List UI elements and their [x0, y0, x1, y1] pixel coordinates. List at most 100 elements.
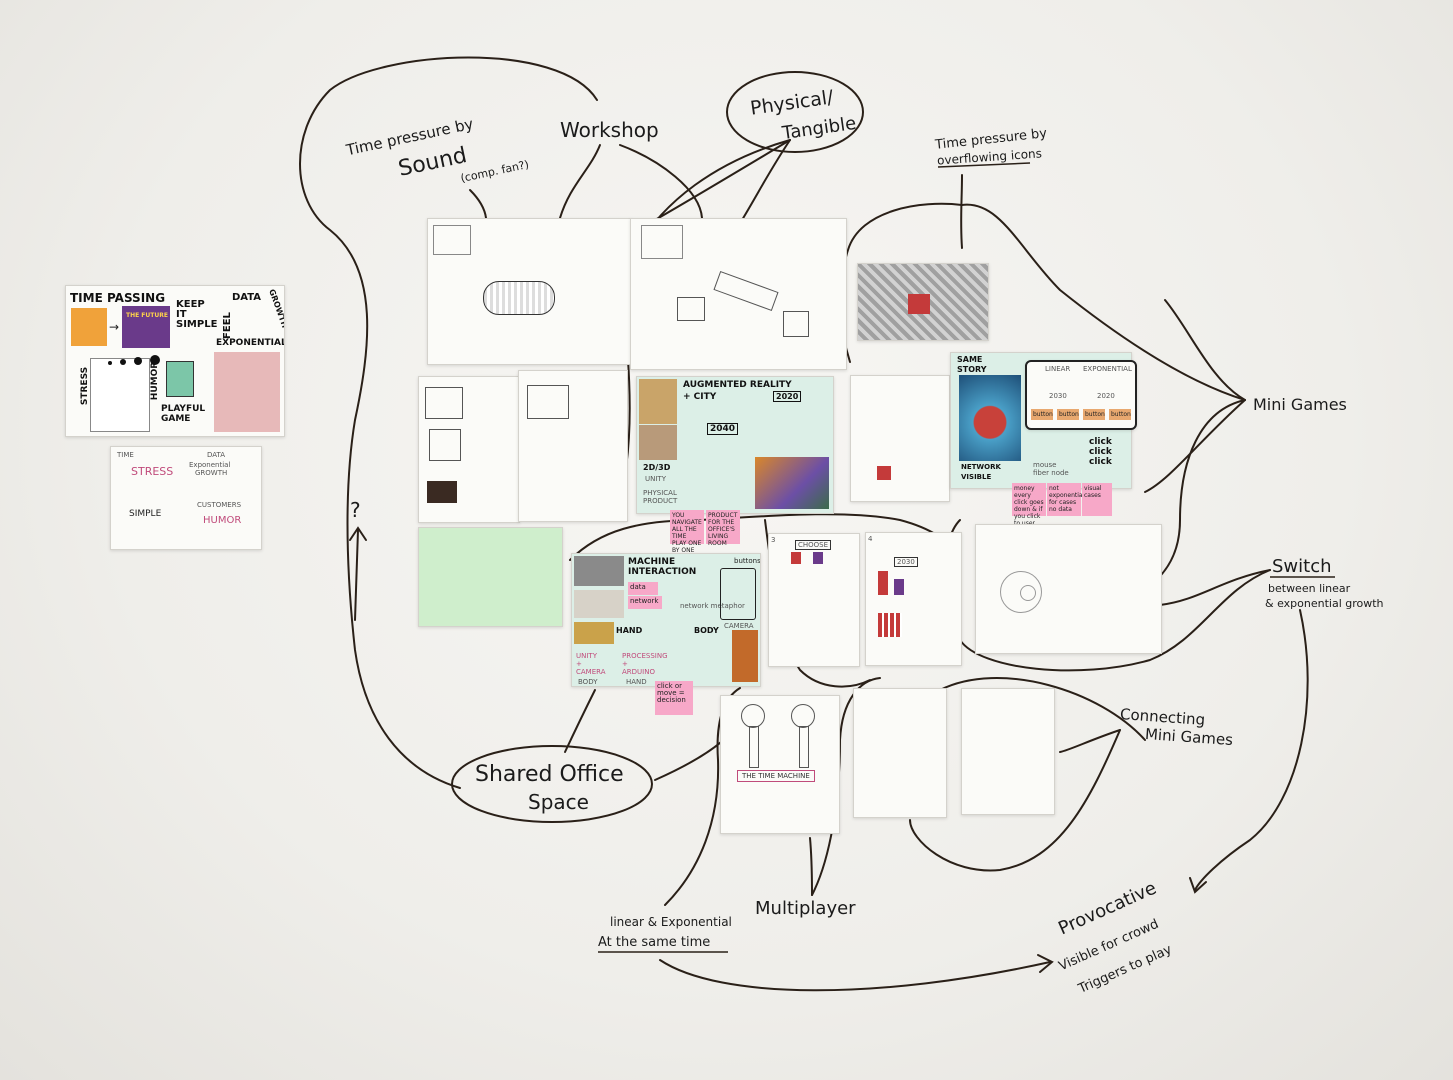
network-island-image: [959, 375, 1021, 461]
mouse-label-1: mouse: [1033, 461, 1057, 469]
screen-button-4: button: [1109, 409, 1131, 420]
ar-sticky-1: YOU NAVIGATE ALL THE TIME PLAY ONE BY ON…: [670, 510, 704, 554]
game-sketch-paper: [850, 375, 950, 502]
label-same-time: At the same time: [598, 935, 711, 950]
ar-physical-1: PHYSICAL: [643, 489, 677, 497]
machine-buttons: buttons: [734, 557, 761, 565]
summary-time: TIME: [117, 451, 134, 459]
moodboard-keep-simple: KEEP IT SIMPLE: [176, 299, 218, 330]
frame-1: [425, 387, 463, 419]
ar-2d3d: 2D/3D: [643, 463, 671, 472]
click-click-click: click click click: [1089, 437, 1112, 467]
summary-stress: STRESS: [131, 465, 174, 478]
summary-exp-1: Exponential: [189, 461, 231, 469]
storyboard-paper-1: [418, 376, 520, 523]
tube-right: [799, 726, 809, 768]
sketch-physical-paper: [630, 218, 847, 370]
time-machine-paper: THE TIME MACHINE: [720, 695, 840, 834]
sketch-sound-paper: [427, 218, 632, 365]
board-sketch: [713, 271, 779, 311]
ar-year-2: 2020: [773, 391, 802, 402]
label-linear-exp: linear & Exponential: [610, 915, 732, 929]
choose-red: [791, 552, 801, 564]
label-switch: Switch: [1272, 556, 1332, 577]
bar-purple: [894, 579, 904, 595]
machine-hand: HAND: [616, 626, 643, 635]
machine-sticky: click or move = decision: [655, 681, 693, 715]
frame-3: [427, 481, 457, 503]
ar-physical-2: PRODUCT: [643, 497, 678, 505]
machine-processing-arduino: PROCESSING + ARDUINO: [622, 652, 668, 676]
moodboard-robot: [166, 361, 194, 397]
screen-year-1: 2030: [1049, 392, 1067, 400]
ar-city-paper: AUGMENTED REALITY + CITY 2040 2020 2D/3D…: [636, 376, 834, 514]
moodboard-feel: FEEL: [221, 312, 233, 339]
machine-unity-camera: UNITY + CAMERA: [576, 652, 606, 676]
mouse-label-2: fiber node: [1033, 469, 1069, 477]
the-future-text: THE FUTURE: [126, 312, 168, 319]
ar-city-illustration: [755, 457, 829, 509]
bulb-left: [741, 704, 765, 728]
summary-humor: HUMOR: [203, 515, 242, 526]
machine-data-sticky: data: [628, 582, 658, 595]
arrow-icon: →: [109, 320, 120, 334]
bar-red: [878, 571, 888, 595]
moodboard-stress: STRESS: [80, 366, 91, 406]
label-shared-office: Shared Office: [475, 762, 624, 787]
machine-photo-4: [732, 630, 758, 682]
moodboard-paper: TIME PASSING → THE FUTURE KEEP IT SIMPLE…: [65, 285, 285, 437]
machine-network-sticky: network: [628, 596, 662, 609]
summary-customers: CUSTOMERS: [197, 501, 242, 509]
machine-photo-1: [574, 556, 624, 586]
summary-simple: SIMPLE: [129, 509, 162, 519]
label-switch-sub-1: between linear: [1268, 582, 1351, 595]
moodboard-data: DATA: [232, 292, 262, 303]
moodboard-exponential: EXPONENTIAL: [216, 338, 285, 348]
dots: [108, 350, 166, 365]
bars-year: 2030: [894, 557, 918, 567]
machine-title-2: INTERACTION: [628, 567, 697, 577]
ar-photo-1: [639, 379, 677, 424]
frame-4: [527, 385, 569, 419]
screen-button-1: button: [1031, 409, 1053, 420]
button-box-sketch: [677, 297, 705, 321]
machine-body: BODY: [694, 626, 719, 635]
linear-exp-screen: LINEAR EXPONENTIAL 2030 2020 button butt…: [1025, 360, 1137, 430]
machine-network-metaphor: network metaphor: [680, 602, 745, 610]
moodboard-image-future: THE FUTURE: [122, 306, 170, 348]
ar-title-2: + CITY: [683, 392, 717, 402]
node-circle-2: [1020, 585, 1036, 601]
moodboard-comic: [90, 358, 150, 432]
same-story-sticky-3: visual cases: [1082, 483, 1112, 516]
same-story-title-1: SAME: [957, 355, 983, 364]
label-multiplayer: Multiplayer: [755, 898, 856, 919]
tube-left: [749, 726, 759, 768]
screen-button-2: button: [1057, 409, 1079, 420]
monitor-sketch-2: [641, 225, 683, 259]
sketch-bottom-2: [961, 688, 1055, 815]
frame-2: [429, 429, 461, 461]
red-square-sketch: [877, 466, 891, 480]
label-space: Space: [528, 790, 589, 814]
ar-title-1: AUGMENTED REALITY: [683, 380, 792, 390]
bars-paper: 4 2030: [865, 532, 962, 666]
label-workshop: Workshop: [560, 118, 659, 142]
moodboard-playful-game: PLAYFUL GAME: [161, 404, 206, 424]
machine-hand-lbl: HAND: [626, 678, 647, 686]
moodboard-illustration: [214, 352, 280, 432]
monitor-sketch: [433, 225, 471, 255]
machine-body-lbl: BODY: [578, 678, 598, 686]
screen-button-3: button: [1083, 409, 1105, 420]
moodboard-time-passing: TIME PASSING: [70, 291, 166, 305]
label-mini-games: Mini Games: [1253, 395, 1347, 414]
red-grid: [878, 613, 902, 637]
label-question: ?: [350, 498, 361, 522]
machine-title-1: MACHINE: [628, 557, 676, 567]
linear-label: LINEAR: [1045, 365, 1071, 373]
icons-screenshot: [857, 263, 989, 341]
bulb-right: [791, 704, 815, 728]
red-icon: [908, 294, 930, 314]
choose-num-3: 3: [771, 536, 776, 544]
ar-unity: UNITY: [645, 475, 666, 483]
